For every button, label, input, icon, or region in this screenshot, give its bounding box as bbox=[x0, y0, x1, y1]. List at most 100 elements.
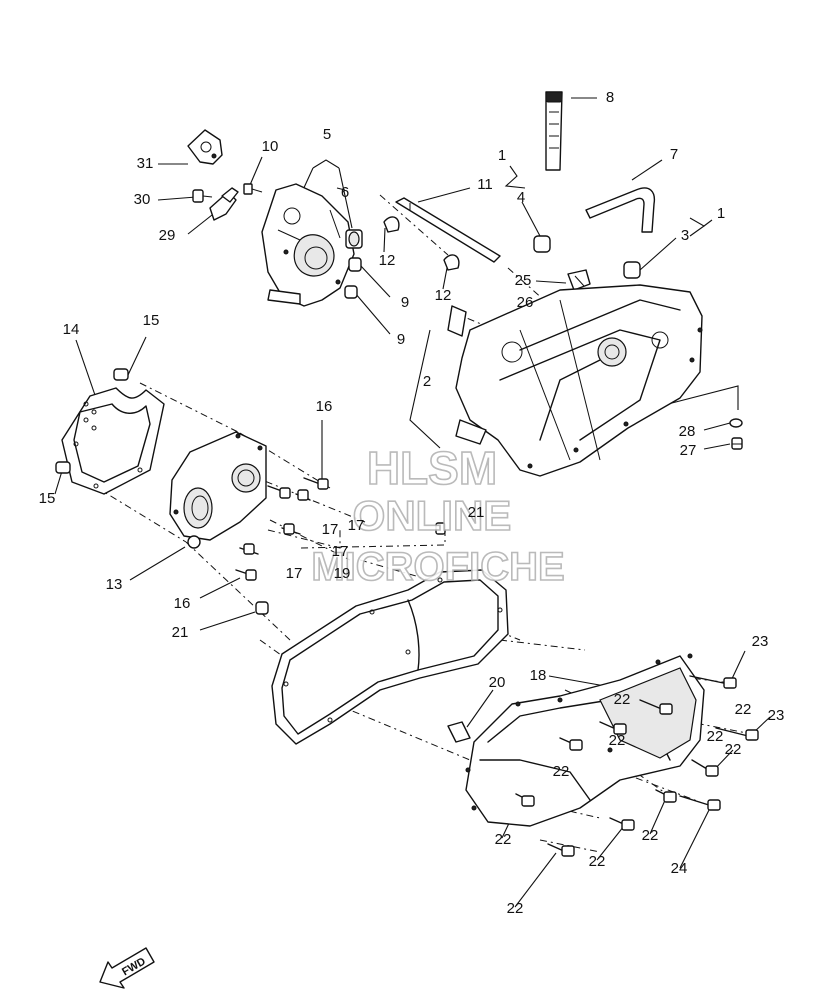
callout-22j: 22 bbox=[507, 900, 524, 917]
callout-1b: 1 bbox=[717, 205, 725, 222]
callout-25: 25 bbox=[515, 272, 532, 289]
watermark: HLSM ONLINE MICROFICHE bbox=[311, 441, 566, 590]
callout-6: 6 bbox=[341, 184, 349, 201]
part-8-band bbox=[545, 91, 563, 171]
callout-21a: 21 bbox=[468, 504, 485, 521]
part-5-case-half bbox=[261, 183, 355, 307]
callout-14: 14 bbox=[63, 321, 80, 338]
part-25-cap bbox=[567, 269, 591, 291]
callout-4: 4 bbox=[517, 189, 525, 206]
callout-27: 27 bbox=[680, 442, 697, 459]
callout-12b: 12 bbox=[435, 287, 452, 304]
part-16-bolt-lower bbox=[235, 569, 257, 581]
part-22-bolt-7 bbox=[609, 817, 635, 831]
callout-17d: 17 bbox=[286, 565, 303, 582]
callout-22f: 22 bbox=[553, 763, 570, 780]
part-21-dowel-lower bbox=[255, 601, 269, 615]
part-12-clip-lower bbox=[443, 254, 460, 271]
callout-21b: 21 bbox=[172, 624, 189, 641]
callout-22c: 22 bbox=[707, 728, 724, 745]
callout-17c: 17 bbox=[332, 543, 349, 560]
callout-24: 24 bbox=[671, 860, 688, 877]
callout-16a: 16 bbox=[316, 398, 333, 415]
callout-23b: 23 bbox=[768, 707, 785, 724]
callout-5: 5 bbox=[323, 126, 331, 143]
part-15-dowel-top bbox=[113, 368, 129, 381]
callout-22d: 22 bbox=[609, 732, 626, 749]
part-4-damper bbox=[533, 235, 551, 253]
callout-1a: 1 bbox=[498, 147, 506, 164]
part-23-bolt-a bbox=[689, 675, 737, 689]
callout-30: 30 bbox=[134, 191, 151, 208]
callout-11: 11 bbox=[477, 176, 493, 193]
watermark-line-3: MICROFICHE bbox=[311, 545, 564, 589]
part-29-shift-fork bbox=[209, 187, 239, 221]
part-21-dowel-upper bbox=[435, 522, 446, 535]
callout-22a: 22 bbox=[614, 691, 631, 708]
callout-8: 8 bbox=[606, 89, 614, 106]
part-7-tube bbox=[585, 187, 656, 233]
part-20-dowel bbox=[447, 721, 471, 743]
callout-9b: 9 bbox=[397, 331, 405, 348]
part-27-bolt bbox=[731, 437, 743, 450]
callout-26: 26 bbox=[517, 294, 534, 311]
callout-15a: 15 bbox=[143, 312, 160, 329]
part-22-bolt-6 bbox=[655, 789, 677, 803]
part-9-dowel-lower bbox=[344, 285, 358, 299]
part-15-dowel-bottom bbox=[55, 461, 71, 474]
part-22-bolt-4 bbox=[691, 759, 719, 777]
callout-17b: 17 bbox=[322, 521, 339, 538]
callout-9a: 9 bbox=[401, 294, 409, 311]
part-23-bolt-b bbox=[715, 727, 759, 741]
part-17-bolt-c bbox=[281, 523, 301, 535]
callout-22g: 22 bbox=[642, 827, 659, 844]
callout-13: 13 bbox=[106, 576, 123, 593]
callout-7: 7 bbox=[670, 146, 678, 163]
callout-16b: 16 bbox=[174, 595, 191, 612]
part-30-bolt bbox=[192, 189, 213, 203]
callout-22e: 22 bbox=[725, 741, 742, 758]
part-17-bolt-a bbox=[267, 485, 291, 499]
callout-22i: 22 bbox=[589, 853, 606, 870]
callout-10: 10 bbox=[262, 138, 279, 155]
part-2-crankcase bbox=[447, 284, 703, 477]
callout-3: 3 bbox=[681, 227, 689, 244]
part-22-bolt-5 bbox=[515, 793, 535, 807]
part-22-bolt-3 bbox=[559, 737, 583, 751]
part-17-bolt-d bbox=[239, 543, 259, 555]
part-16-bolt-upper bbox=[303, 477, 329, 490]
part-22-bolt-8 bbox=[547, 843, 575, 857]
callout-19: 19 bbox=[334, 565, 351, 582]
part-19-gasket bbox=[271, 569, 509, 745]
part-22-bolt-2 bbox=[599, 721, 627, 735]
callout-17a: 17 bbox=[348, 517, 365, 534]
watermark-line-2: ONLINE bbox=[353, 492, 512, 539]
part-10-bolt bbox=[243, 183, 263, 195]
part-11-shaft bbox=[395, 197, 501, 263]
watermark-line-1: HLSM bbox=[367, 442, 497, 494]
part-14-gasket bbox=[61, 387, 165, 495]
part-18-outer-cover bbox=[465, 653, 705, 827]
part-12-clip-upper bbox=[383, 216, 400, 233]
callout-12a: 12 bbox=[379, 252, 396, 269]
callout-29: 29 bbox=[159, 227, 176, 244]
callout-28: 28 bbox=[679, 423, 696, 440]
part-28-washer bbox=[729, 418, 743, 428]
part-22-bolt-1 bbox=[639, 699, 673, 715]
part-17-bolt-b bbox=[295, 489, 311, 501]
fwd-label: FWD bbox=[120, 955, 148, 978]
callout-31: 31 bbox=[137, 155, 154, 172]
callout-labels: 1 1 2 3 4 5 6 7 8 9 9 10 11 12 12 13 14 … bbox=[39, 89, 785, 917]
part-24-bolt bbox=[679, 795, 721, 811]
callout-18: 18 bbox=[530, 667, 547, 684]
part-3-damper bbox=[623, 261, 641, 279]
callout-20: 20 bbox=[489, 674, 506, 691]
fwd-direction-marker: FWD bbox=[99, 947, 155, 989]
part-6-bushing bbox=[345, 229, 363, 249]
callout-15b: 15 bbox=[39, 490, 56, 507]
part-9-dowel-upper bbox=[348, 257, 362, 272]
callout-22h: 22 bbox=[495, 831, 512, 848]
callout-22b: 22 bbox=[735, 701, 752, 718]
part-31-plate bbox=[187, 129, 223, 165]
